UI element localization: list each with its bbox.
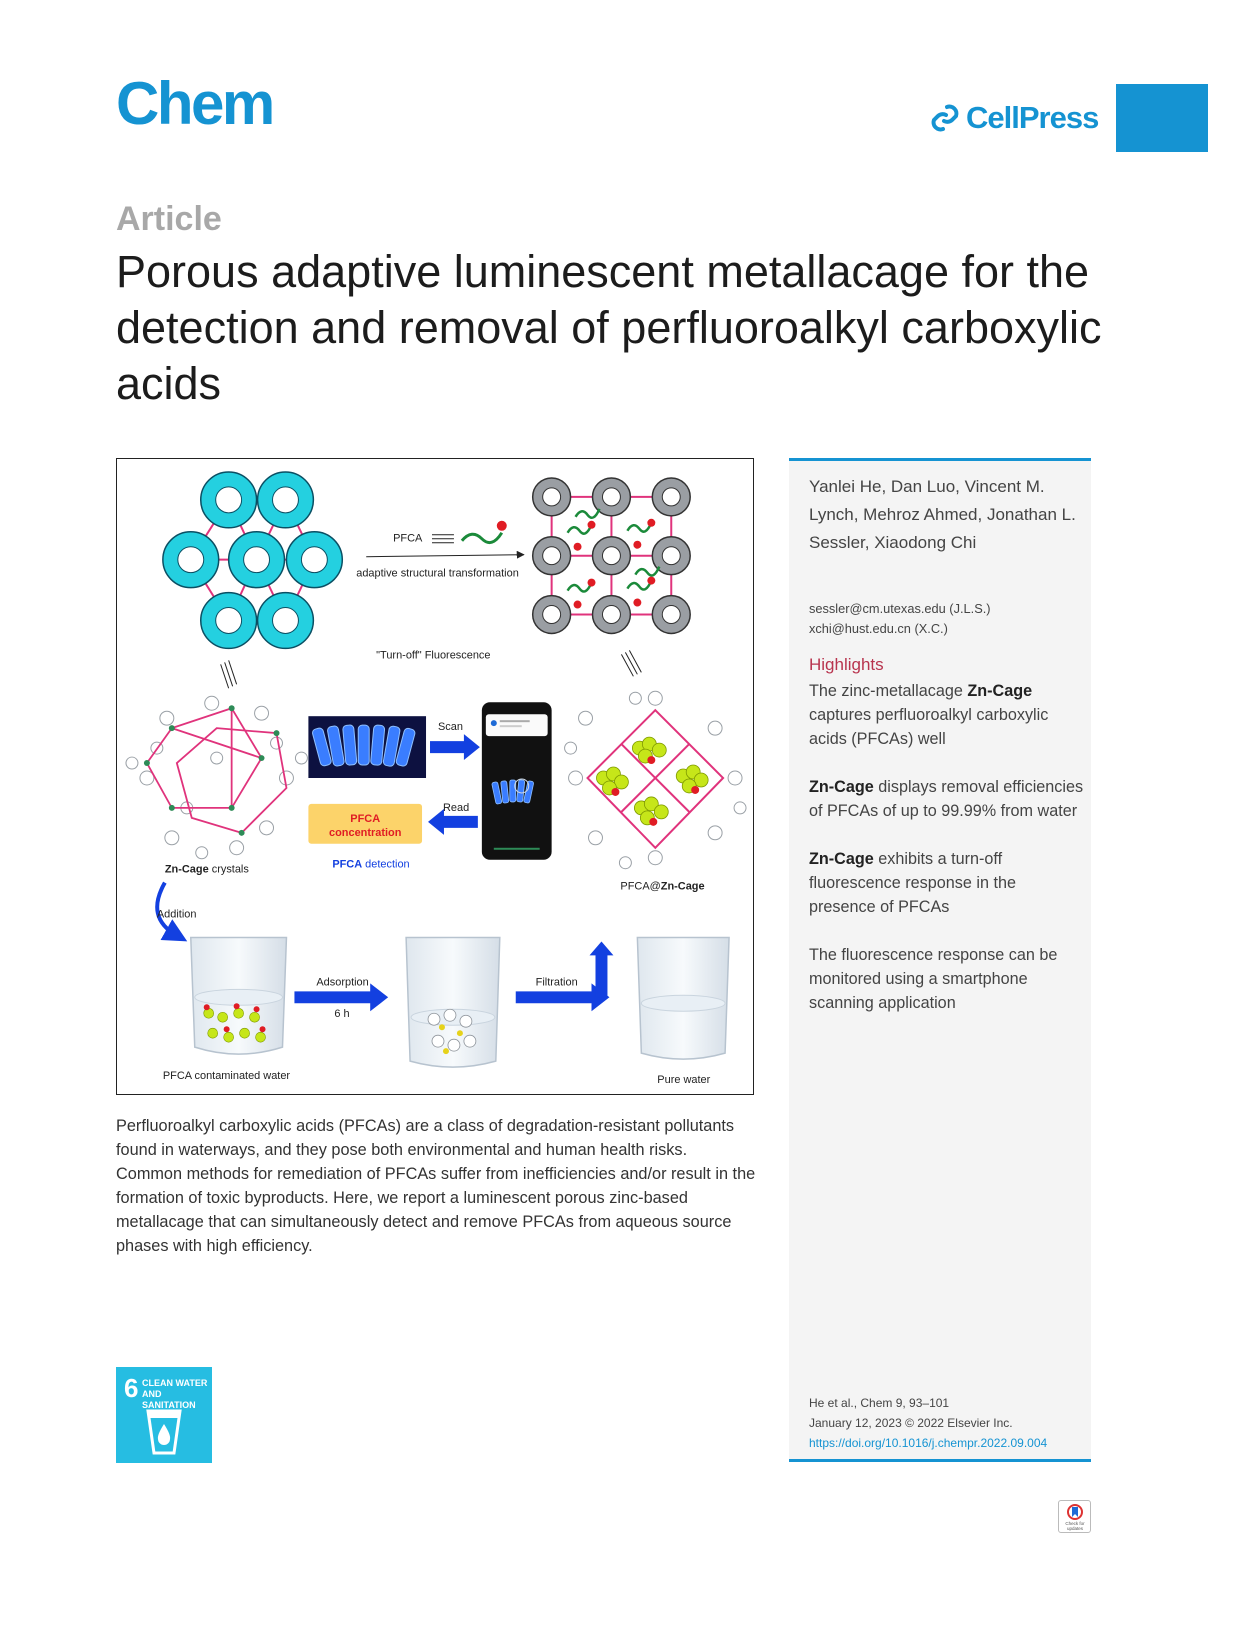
- crystals-label: crystals: [209, 864, 250, 876]
- scan-label: Scan: [438, 721, 463, 733]
- pure-water-label: Pure water: [657, 1074, 710, 1086]
- equivalence-mark-left: [220, 660, 238, 689]
- highlight-item: The fluorescence response can be monitor…: [809, 946, 1058, 1012]
- transformation-arrow: [366, 550, 525, 559]
- complex-label-bold: Zn-Cage: [661, 881, 705, 893]
- filtration-label: Filtration: [536, 976, 578, 988]
- filtration-arrow: [515, 983, 610, 1012]
- concentration-box: [308, 803, 423, 844]
- author-list: Yanlei He, Dan Luo, Vincent M. Lynch, Me…: [809, 477, 1076, 552]
- detection-label: detection: [362, 859, 410, 871]
- beaker-adsorption: [405, 936, 501, 1068]
- svg-text:PFCA detection: PFCA detection: [332, 859, 409, 871]
- transformation-label: adaptive structural transformation: [356, 568, 519, 580]
- graphical-abstract: PFCA adaptive structural transformation …: [116, 458, 754, 1095]
- updates-text: Check for updates: [1065, 1521, 1085, 1531]
- citation-date: January 12, 2023 © 2022 Elsevier Inc.: [809, 1416, 1013, 1430]
- crystals-label-bold: Zn-Cage: [165, 864, 209, 876]
- email-chi[interactable]: xchi@hust.edu.cn (X.C.): [809, 620, 948, 636]
- adsorption-arrow: [294, 983, 389, 1012]
- article-title: Porous adaptive luminescent metallacage …: [116, 246, 1102, 409]
- beaker-pure-water: [636, 936, 730, 1060]
- highlight-item: Zn-Cage displays removal efficiencies of…: [809, 778, 1084, 820]
- smartphone: [481, 702, 552, 860]
- equivalence-mark-right: [620, 650, 642, 677]
- cage-network-cyan: [162, 471, 344, 650]
- sdg-label-line2: AND SANITATION: [142, 1389, 196, 1410]
- pfca-legend-symbol: [432, 520, 507, 545]
- corner-tab: [1116, 84, 1208, 152]
- fluorescent-vials-photo: [308, 716, 427, 778]
- concentration-label-1: PFCA: [350, 813, 380, 825]
- publisher-logo: CellPress: [930, 100, 1099, 136]
- pfca-legend-label: PFCA: [393, 533, 423, 545]
- read-label: Read: [443, 802, 469, 814]
- check-for-updates-badge[interactable]: Check for updates: [1058, 1500, 1091, 1533]
- svg-text:Zn-Cage crystals: Zn-Cage crystals: [165, 864, 250, 876]
- adsorption-time: 6 h: [334, 1008, 349, 1020]
- detection-label-bold: PFCA: [332, 859, 362, 871]
- concentration-label-2: concentration: [329, 827, 402, 839]
- filtration-arrow-up: [589, 941, 614, 998]
- highlights-list: The zinc-metallacage Zn-Cage captures pe…: [809, 679, 1084, 1039]
- sdg-label: CLEAN WATER AND SANITATION: [142, 1378, 212, 1411]
- beaker-contaminated: [189, 936, 288, 1055]
- complex-label-prefix: PFCA@: [620, 881, 660, 893]
- info-sidebar: Yanlei He, Dan Luo, Vincent M. Lynch, Me…: [789, 458, 1091, 1462]
- cage-network-gray: [531, 477, 691, 635]
- publisher-name: CellPress: [966, 100, 1099, 135]
- highlight-item: Zn-Cage exhibits a turn-off fluorescence…: [809, 850, 1016, 916]
- journal-logo: Chem: [116, 70, 275, 137]
- zn-cage-crystal-structure: [125, 695, 308, 860]
- highlights-heading: Highlights: [809, 655, 884, 674]
- abstract-text: Perfluoroalkyl carboxylic acids (PFCAs) …: [116, 1117, 756, 1255]
- citation: He et al., Chem 9, 93–101 January 12, 20…: [809, 1393, 1047, 1453]
- scan-arrow: [430, 734, 480, 761]
- email-sessler[interactable]: sessler@cm.utexas.edu (J.L.S.): [809, 601, 991, 616]
- correspondence-emails: sessler@cm.utexas.edu (J.L.S.) xchi@hust…: [809, 599, 991, 638]
- read-arrow: [428, 808, 478, 835]
- water-glass-icon: [146, 1409, 182, 1455]
- addition-arrow: [155, 881, 188, 942]
- turnoff-label: "Turn-off" Fluorescence: [376, 649, 490, 661]
- graphical-abstract-figure: PFCA adaptive structural transformation …: [125, 471, 747, 1086]
- sdg-label-line1: CLEAN WATER: [142, 1378, 208, 1388]
- addition-label: Addition: [157, 909, 197, 921]
- sdg-number: 6: [124, 1373, 139, 1403]
- bookmark-icon: [1067, 1504, 1083, 1520]
- doi-link[interactable]: https://doi.org/10.1016/j.chempr.2022.09…: [809, 1436, 1048, 1450]
- cellpress-icon: [931, 104, 959, 132]
- citation-journal: He et al., Chem 9, 93–101: [809, 1396, 950, 1410]
- article-type: Article: [116, 200, 222, 238]
- svg-text:PFCA@Zn-Cage: PFCA@Zn-Cage: [620, 881, 704, 893]
- adsorption-label: Adsorption: [316, 976, 368, 988]
- contaminated-water-label: PFCA contaminated water: [163, 1070, 291, 1082]
- pfca-zn-cage-structure: [564, 690, 747, 870]
- sdg-badge: 6 CLEAN WATER AND SANITATION: [116, 1367, 212, 1463]
- highlight-item: The zinc-metallacage Zn-Cage captures pe…: [809, 682, 1049, 748]
